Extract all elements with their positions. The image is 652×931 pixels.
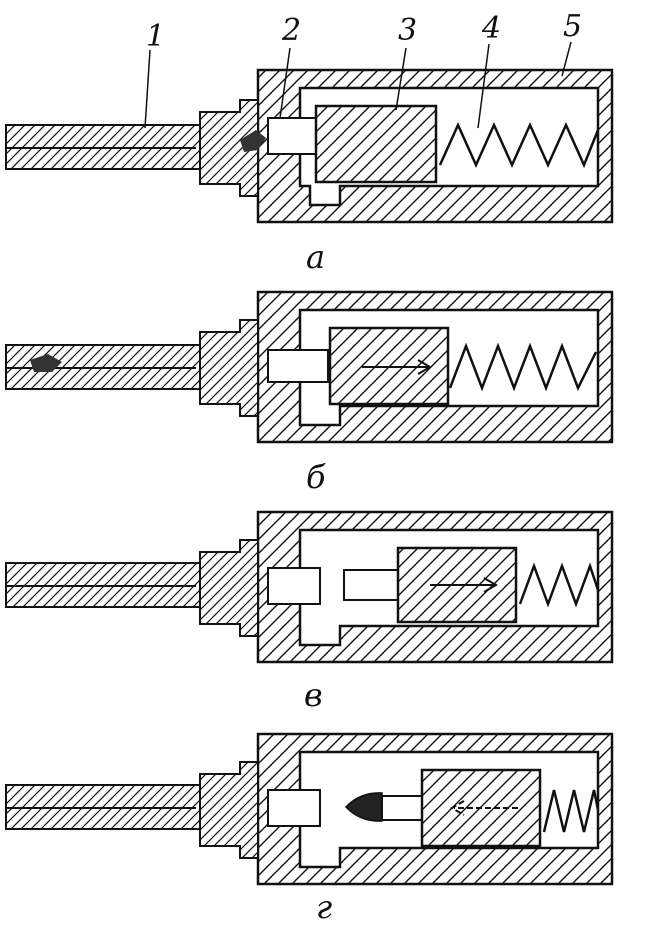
- label-3: 3: [398, 13, 417, 48]
- caption-v: в: [304, 676, 323, 714]
- stage-a: 1 2 3 4 5 а: [5, 9, 614, 276]
- label-1: 1: [146, 19, 165, 54]
- motion-arrow: [450, 800, 518, 816]
- coupling-nut: [199, 319, 259, 417]
- cartridge: [267, 349, 329, 383]
- cartridge: [267, 117, 321, 155]
- rod: [381, 795, 423, 821]
- spring: [448, 342, 598, 392]
- stage-g: г: [5, 732, 614, 926]
- cartridge: [267, 789, 321, 827]
- piston: [420, 768, 542, 848]
- spring: [518, 562, 600, 608]
- cartridge: [267, 567, 321, 605]
- label-4: 4: [481, 11, 501, 46]
- coupling-nut: [199, 99, 259, 197]
- spring: [542, 789, 600, 833]
- coupling-nut: [199, 761, 259, 859]
- label-5: 5: [563, 9, 582, 44]
- piston: [314, 104, 438, 184]
- caption-b: б: [306, 458, 326, 496]
- housing: [256, 290, 614, 444]
- caption-g: г: [316, 888, 332, 926]
- motion-arrow: [362, 359, 432, 375]
- stage-b: б: [5, 290, 614, 496]
- caption-a: а: [306, 238, 325, 276]
- rod: [343, 569, 399, 601]
- spring: [438, 121, 600, 169]
- label-2: 2: [281, 13, 301, 48]
- coupling-nut: [199, 539, 259, 637]
- stage-v: в: [5, 510, 614, 714]
- bullet: [344, 792, 383, 822]
- motion-arrow: [430, 577, 498, 593]
